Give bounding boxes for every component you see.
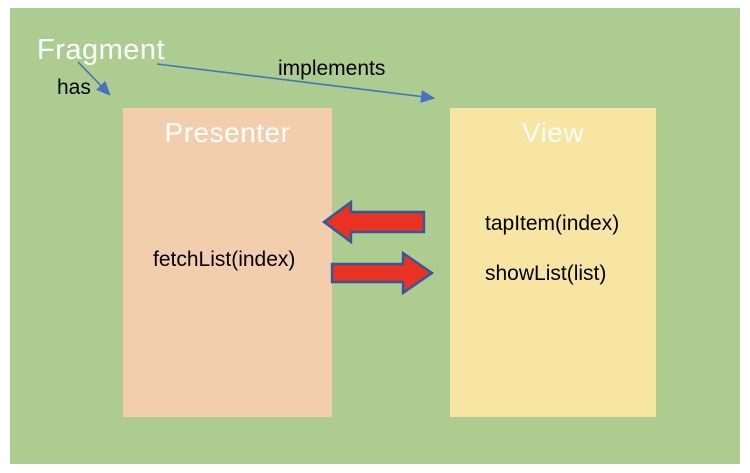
slide-background: Fragment has implements Presenter fetchL…	[10, 8, 740, 464]
view-method-tapitem: tapItem(index)	[485, 212, 620, 235]
view-method-showlist: showList(list)	[485, 262, 607, 285]
presenter-title: Presenter	[164, 117, 291, 148]
view-box: View tapItem(index) showList(list)	[450, 108, 656, 417]
view-title: View	[521, 117, 585, 148]
implements-label: implements	[278, 57, 386, 80]
presenter-box: Presenter fetchList(index)	[123, 108, 332, 417]
presenter-method-fetchlist: fetchList(index)	[153, 248, 296, 271]
has-label: has	[57, 76, 91, 99]
fragment-label: Fragment	[37, 34, 166, 66]
